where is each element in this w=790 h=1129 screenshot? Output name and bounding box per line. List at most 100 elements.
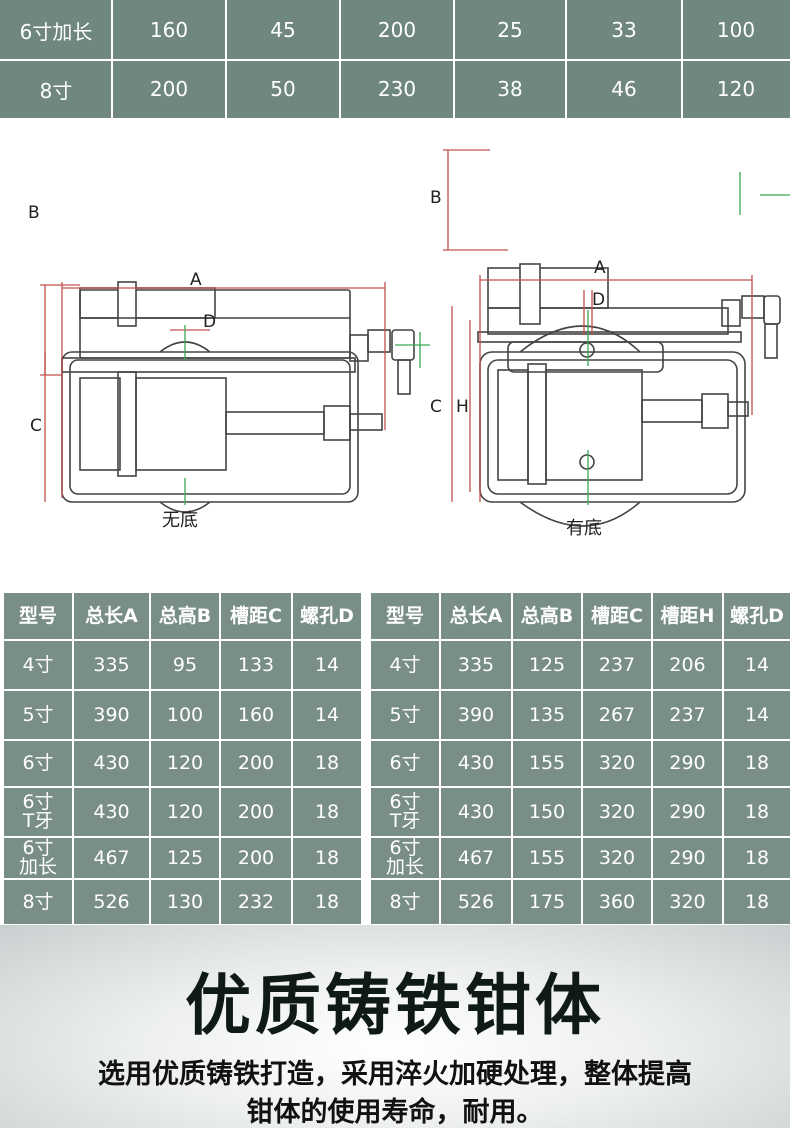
table-header-cell: 总长A (441, 593, 511, 639)
table-cell: 160 (221, 691, 291, 739)
table-cell: 14 (724, 691, 790, 739)
table-cell: 526 (74, 880, 149, 924)
table-cell: 18 (724, 788, 790, 836)
vise-diagrams (40, 149, 790, 527)
label-left-d: D (203, 312, 217, 332)
table-model-cell: 6寸 T牙 (371, 788, 439, 836)
table-header-cell: 型号 (371, 593, 439, 639)
table-cell: 175 (513, 880, 581, 924)
footer-line-1: 选用优质铸铁打造，采用淬火加硬处理，整体提高 (98, 1059, 692, 1090)
table-cell: 430 (74, 788, 149, 836)
top-table-cell: 45 (270, 18, 296, 42)
table-cell: 155 (513, 838, 581, 878)
table-model-cell: 6寸 加长 (371, 838, 439, 878)
caption-right: 有底 (566, 518, 602, 539)
table-cell: 320 (653, 880, 722, 924)
table-cell: 390 (74, 691, 149, 739)
table-cell: 320 (583, 838, 651, 878)
table-cell: 14 (724, 641, 790, 689)
footer-title: 优质铸铁钳体 (185, 966, 605, 1044)
table-model-cell: 6寸 加长 (4, 838, 72, 878)
table-cell: 237 (583, 641, 651, 689)
table-cell: 14 (293, 691, 361, 739)
table-cell: 150 (513, 788, 581, 836)
top-table-cell: 200 (149, 77, 189, 101)
table-cell: 526 (441, 880, 511, 924)
table-cell: 360 (583, 880, 651, 924)
table-header-cell: 螺孔D (724, 593, 790, 639)
table-cell: 200 (221, 788, 291, 836)
table-cell: 335 (441, 641, 511, 689)
table-model-cell: 5寸 (4, 691, 72, 739)
table-cell: 232 (221, 880, 291, 924)
table-model-cell: 4寸 (4, 641, 72, 689)
table-cell: 18 (293, 788, 361, 836)
table-cell: 125 (513, 641, 581, 689)
top-table-cell: 46 (611, 77, 637, 101)
table-header-cell: 螺孔D (293, 593, 361, 639)
table-header-cell: 槽距H (653, 593, 722, 639)
table-cell: 120 (151, 741, 219, 786)
table-model-cell: 6寸 T牙 (4, 788, 72, 836)
caption-left: 无底 (162, 510, 198, 531)
table-cell: 130 (151, 880, 219, 924)
top-table-cell: 38 (497, 77, 523, 101)
top-table-cell: 120 (716, 77, 756, 101)
table-model-cell: 5寸 (371, 691, 439, 739)
table-header-cell: 型号 (4, 593, 72, 639)
table-header-cell: 槽距C (221, 593, 291, 639)
label-right-c: C (430, 397, 442, 417)
table-cell: 267 (583, 691, 651, 739)
top-table-cell: 100 (716, 18, 756, 42)
table-cell: 100 (151, 691, 219, 739)
top-table-cell: 160 (149, 18, 189, 42)
table-cell: 290 (653, 741, 722, 786)
table-cell: 155 (513, 741, 581, 786)
label-right-b: B (430, 188, 442, 208)
table-cell: 18 (724, 838, 790, 878)
table-header-cell: 总高B (151, 593, 219, 639)
table-cell: 18 (724, 741, 790, 786)
top-table-cell: 33 (611, 18, 637, 42)
top-table-cell: 50 (270, 77, 296, 101)
label-left-b: B (28, 203, 40, 223)
top-table-cell: 25 (497, 18, 523, 42)
table-model-cell: 8寸 (371, 880, 439, 924)
table-model-cell: 6寸 (371, 741, 439, 786)
table-cell: 335 (74, 641, 149, 689)
table-cell: 14 (293, 641, 361, 689)
label-left-a: A (190, 270, 202, 290)
label-left-c: C (30, 416, 42, 436)
left-top-view (61, 341, 383, 513)
table-cell: 200 (221, 838, 291, 878)
table-cell: 133 (221, 641, 291, 689)
table-cell: 430 (74, 741, 149, 786)
label-right-a: A (594, 258, 606, 278)
table-cell: 18 (293, 741, 361, 786)
table-model-cell: 8寸 (4, 880, 72, 924)
table-cell: 467 (441, 838, 511, 878)
table-model-cell: 4寸 (371, 641, 439, 689)
table-cell: 200 (221, 741, 291, 786)
label-right-h: H (456, 397, 469, 417)
top-table-cell: 230 (377, 77, 417, 101)
table-cell: 390 (441, 691, 511, 739)
top-table-model-cell: 8寸 (39, 78, 73, 103)
table-header-cell: 总高B (513, 593, 581, 639)
table-cell: 320 (583, 788, 651, 836)
table-cell: 18 (724, 880, 790, 924)
top-table-cell: 200 (377, 18, 417, 42)
top-table-model-cell: 6寸加长 (19, 19, 93, 44)
table-header-cell: 总长A (74, 593, 149, 639)
table-cell: 95 (151, 641, 219, 689)
table-cell: 430 (441, 788, 511, 836)
table-cell: 290 (653, 788, 722, 836)
label-right-d: D (592, 290, 606, 310)
table-cell: 467 (74, 838, 149, 878)
table-cell: 18 (293, 838, 361, 878)
footer-banner (0, 925, 790, 1128)
table-model-cell: 6寸 (4, 741, 72, 786)
table-cell: 125 (151, 838, 219, 878)
right-top-view (479, 325, 749, 527)
